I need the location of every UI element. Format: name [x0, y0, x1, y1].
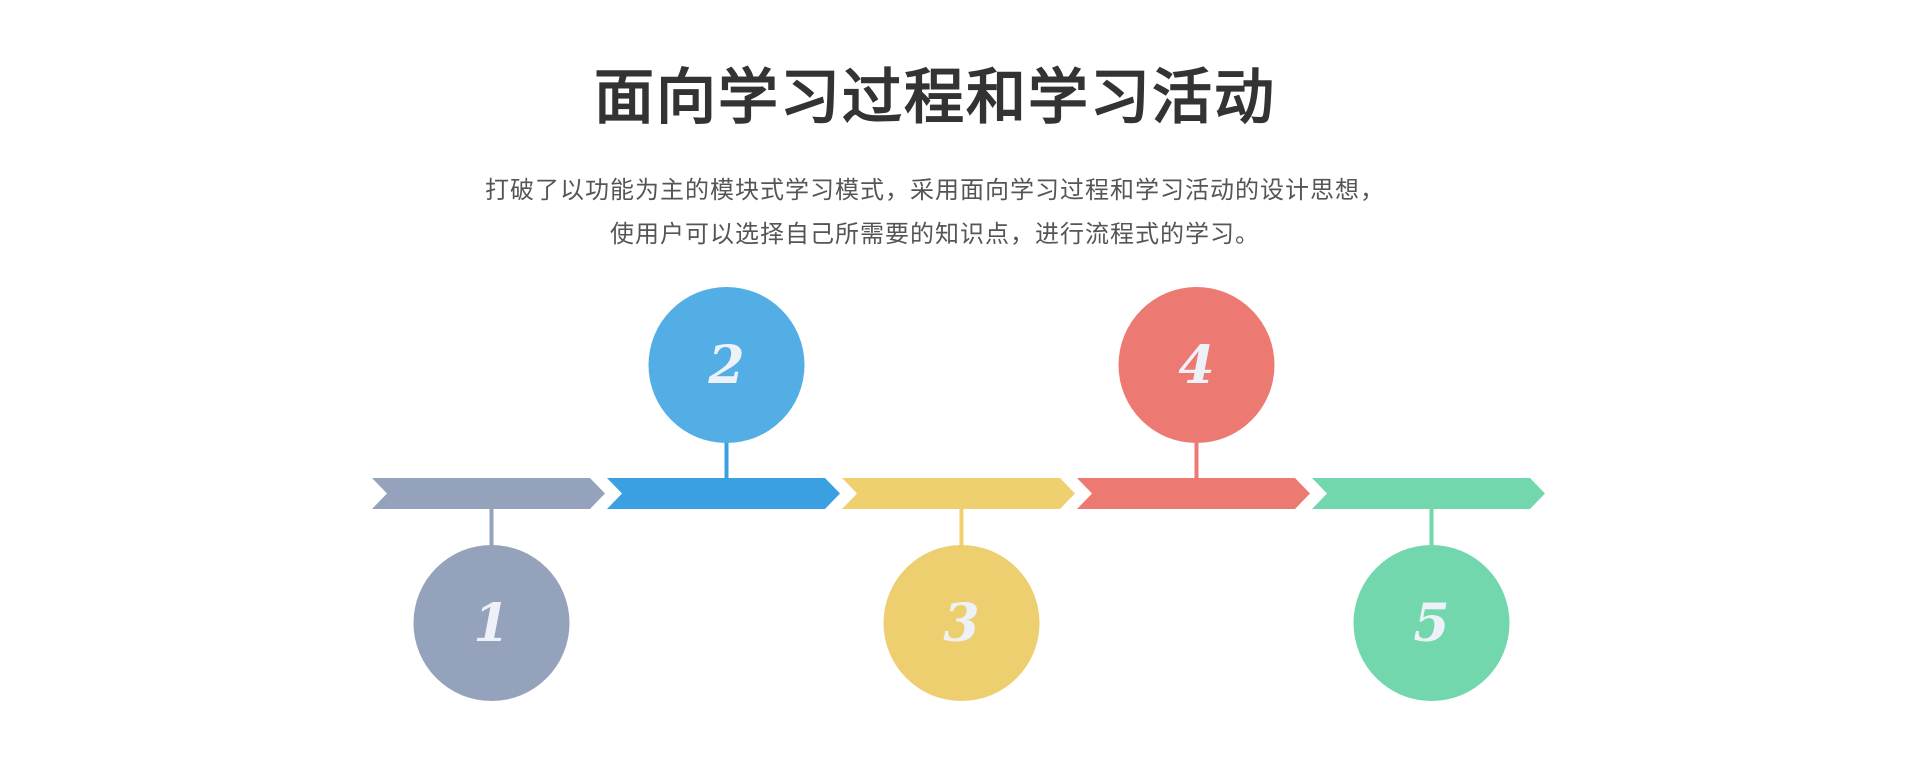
step-arrow-1	[372, 478, 605, 509]
step-number-2: 2	[707, 335, 744, 396]
step-arrow-4	[1077, 478, 1310, 509]
step-arrow-5	[1312, 478, 1545, 509]
step-circle-1	[413, 545, 570, 701]
step-arrow-3	[842, 478, 1075, 509]
page-title: 面向学习过程和学习活动	[594, 63, 1276, 133]
step-number-4: 4	[1178, 335, 1214, 396]
step-circle-4	[1118, 287, 1275, 443]
step-number-5: 5	[1413, 593, 1449, 654]
step-arrow-2	[607, 478, 840, 509]
step-circle-3	[883, 545, 1040, 701]
step-circle-5	[1353, 545, 1510, 701]
subtitle-line-1: 打破了以功能为主的模块式学习模式，采用面向学习过程和学习活动的设计思想，	[485, 176, 1385, 204]
step-number-1: 1	[473, 593, 509, 654]
subtitle-line-2: 使用户可以选择自己所需要的知识点，进行流程式的学习。	[610, 220, 1260, 248]
step-circle-2	[648, 287, 805, 443]
step-number-3: 3	[943, 593, 979, 654]
